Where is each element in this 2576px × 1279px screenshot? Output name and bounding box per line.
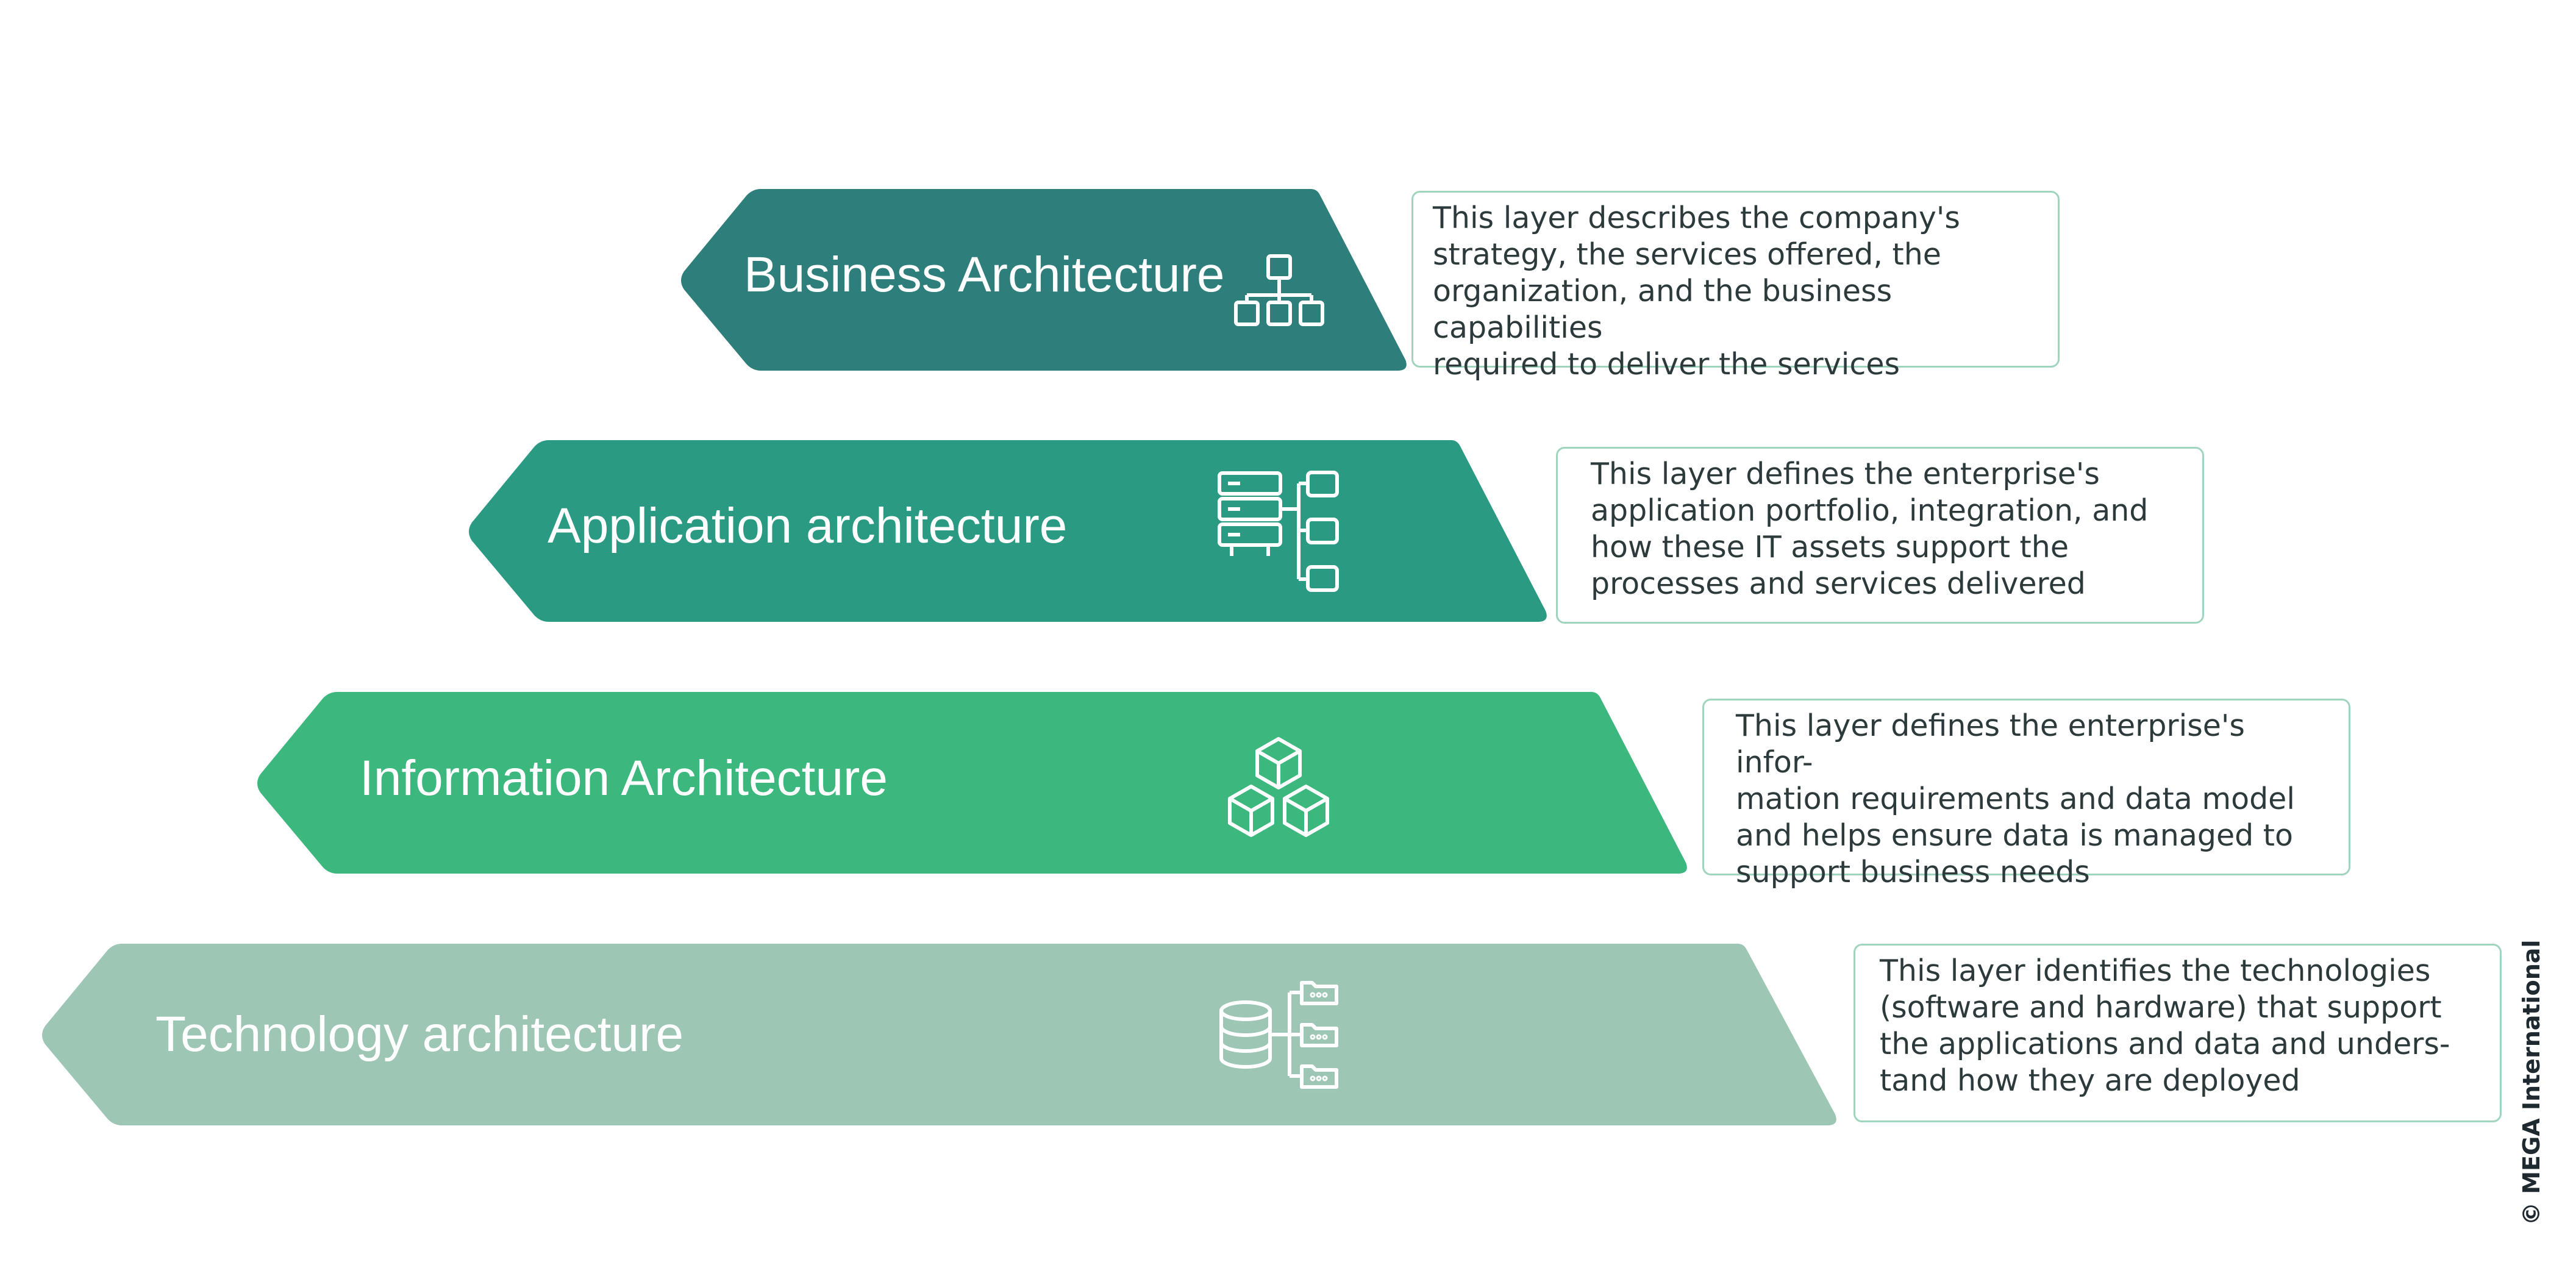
data-cubes-icon <box>1228 737 1329 837</box>
layer-technology-label: Technology architecture <box>155 1006 683 1062</box>
server-apps-icon <box>1218 471 1339 592</box>
layer-information: Information Architecture <box>257 692 1687 874</box>
layer-technology-banner <box>42 944 1836 1125</box>
database-folders-icon <box>1219 981 1338 1089</box>
layer-information-description: This layer defines the enterprise's info… <box>1702 699 2350 889</box>
layer-technology-description: This layer identifies the technologies (… <box>1854 944 2502 1122</box>
layer-application-banner <box>469 440 1547 622</box>
layer-technology: Technology architecture <box>42 944 1836 1125</box>
layer-information-label: Information Architecture <box>360 750 888 806</box>
layer-business-banner <box>681 189 1407 371</box>
layer-information-banner <box>257 692 1687 874</box>
layer-business-description: This layer describes the company's strat… <box>1411 191 2060 382</box>
layer-application: Application architecture <box>469 440 1547 622</box>
layer-business-label: Business Architecture <box>744 247 1225 302</box>
copyright-notice: © MEGA International <box>2518 939 2545 1225</box>
layer-application-description: This layer defines the enterprise's appl… <box>1556 447 2204 624</box>
layer-business: Business Architecture <box>681 189 1407 371</box>
layer-application-label: Application architecture <box>548 498 1067 554</box>
org-chart-icon <box>1234 254 1324 326</box>
